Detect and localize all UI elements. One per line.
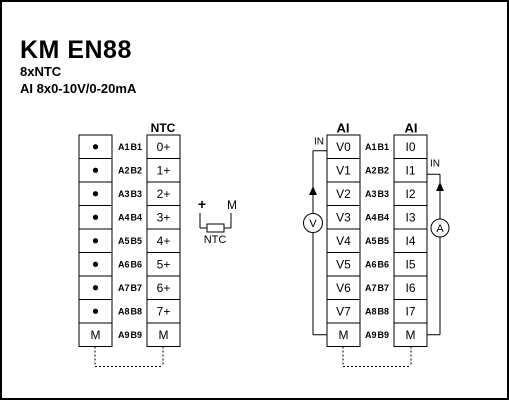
ai-pin-label: A8B8: [365, 306, 389, 316]
ntc-terminal-dot: [92, 238, 99, 244]
ai-voltage-terminal-label: V4: [336, 234, 351, 248]
ntc-terminal-dot: [92, 308, 99, 314]
ntc-terminal-dot: [92, 261, 99, 267]
module-model-title: KM EN88: [20, 36, 132, 64]
ai-voltage-terminal-label: V5: [336, 257, 351, 271]
ntc-right-terminal-label: M: [159, 328, 169, 342]
ntc-pin-label: A7B7: [118, 283, 142, 293]
ntc-terminal-dot: [92, 167, 99, 173]
voltmeter-icon: [303, 213, 323, 233]
ntc-right-terminal-label: 7+: [157, 304, 171, 318]
ntc-left-terminal-label: M: [91, 328, 101, 342]
ntc-terminal-dot: [92, 214, 99, 220]
ai-current-terminal-label: I1: [405, 163, 415, 177]
ai-current-terminal-label: I6: [405, 281, 415, 295]
ntc-column-title: NTC: [151, 121, 176, 135]
ammeter-symbol: A: [436, 223, 444, 235]
ntc-pin-label: A5B5: [118, 236, 142, 246]
ntc-pin-label: A9B9: [118, 330, 142, 340]
ai-current-terminal-label: I7: [405, 304, 415, 318]
ntc-inputs-spec: 8xNTC: [20, 64, 62, 79]
ai-voltage-terminal-label: V7: [336, 304, 351, 318]
ntc-pin-label: A2B2: [118, 165, 142, 175]
ai-voltage-terminal-label: V6: [336, 281, 351, 295]
ai-pin-label: A4B4: [365, 212, 389, 222]
current-input-label: IN: [430, 159, 440, 170]
voltage-direction-arrow: [309, 186, 317, 195]
ntc-right-terminal-label: 4+: [157, 234, 171, 248]
ai-current-terminal-label: I0: [405, 140, 415, 154]
ntc-pin-label: A3B3: [118, 189, 142, 199]
ntc-right-terminal-label: 5+: [157, 257, 171, 271]
ai-current-terminal-label: I2: [405, 187, 415, 201]
ai-pin-label: A9B9: [365, 330, 389, 340]
ntc-terminal-block: NTC A1B1 0+ A2B2 1+ A3B3 2+ A4B4 3+ A5B5 4+ A6B6 5+ A…: [78, 121, 181, 367]
sensor-plus-label: +: [198, 196, 206, 212]
ammeter-icon: [430, 218, 450, 238]
ntc-pin-label: A1B1: [118, 142, 142, 152]
ntc-right-terminal-label: 3+: [157, 210, 171, 224]
ai-voltage-terminal-label: M: [339, 328, 349, 342]
ntc-terminal-dot: [92, 285, 99, 291]
sensor-minus-label: M: [227, 198, 237, 212]
ntc-right-terminal-label: 2+: [157, 187, 171, 201]
ntc-sensor-symbol: + M NTC: [198, 196, 237, 246]
ntc-pin-label: A4B4: [118, 212, 142, 222]
ntc-pin-label: A8B8: [118, 306, 142, 316]
ntc-pin-label: A6B6: [118, 259, 142, 269]
ai-voltage-terminal-label: V1: [336, 163, 351, 177]
ntc-right-terminal-label: 1+: [157, 163, 171, 177]
analog-inputs-spec: AI 8x0-10V/0-20mA: [20, 81, 137, 96]
ai-voltage-terminal-label: V3: [336, 210, 351, 224]
current-direction-arrow: [436, 182, 444, 191]
ai-voltage-terminal-label: V0: [336, 140, 351, 154]
ai-pin-label: A3B3: [365, 189, 389, 199]
ntc-right-terminal-label: 6+: [157, 281, 171, 295]
ai-current-terminal-label: I4: [405, 234, 415, 248]
ai-pin-label: A1B1: [365, 142, 389, 152]
ntc-terminal-dot: [92, 144, 99, 150]
ai-right-column-title: AI: [405, 121, 418, 136]
ai-left-column-title: AI: [337, 121, 350, 136]
ai-voltage-terminal-label: V2: [336, 187, 351, 201]
ntc-terminal-dot: [92, 191, 99, 197]
voltmeter-symbol: V: [309, 218, 317, 230]
ai-pin-label: A6B6: [365, 259, 389, 269]
ai-current-terminal-label: I5: [405, 257, 415, 271]
ai-current-terminal-label: I3: [405, 210, 415, 224]
sensor-name-label: NTC: [204, 234, 227, 246]
voltage-input-label: IN: [314, 137, 324, 148]
ai-pin-label: A7B7: [365, 283, 389, 293]
ai-current-terminal-label: M: [406, 328, 416, 342]
ai-pin-label: A2B2: [365, 165, 389, 175]
ntc-right-terminal-label: 0+: [157, 140, 171, 154]
ai-pin-label: A5B5: [365, 236, 389, 246]
ntc-resistor-icon: [206, 223, 225, 233]
